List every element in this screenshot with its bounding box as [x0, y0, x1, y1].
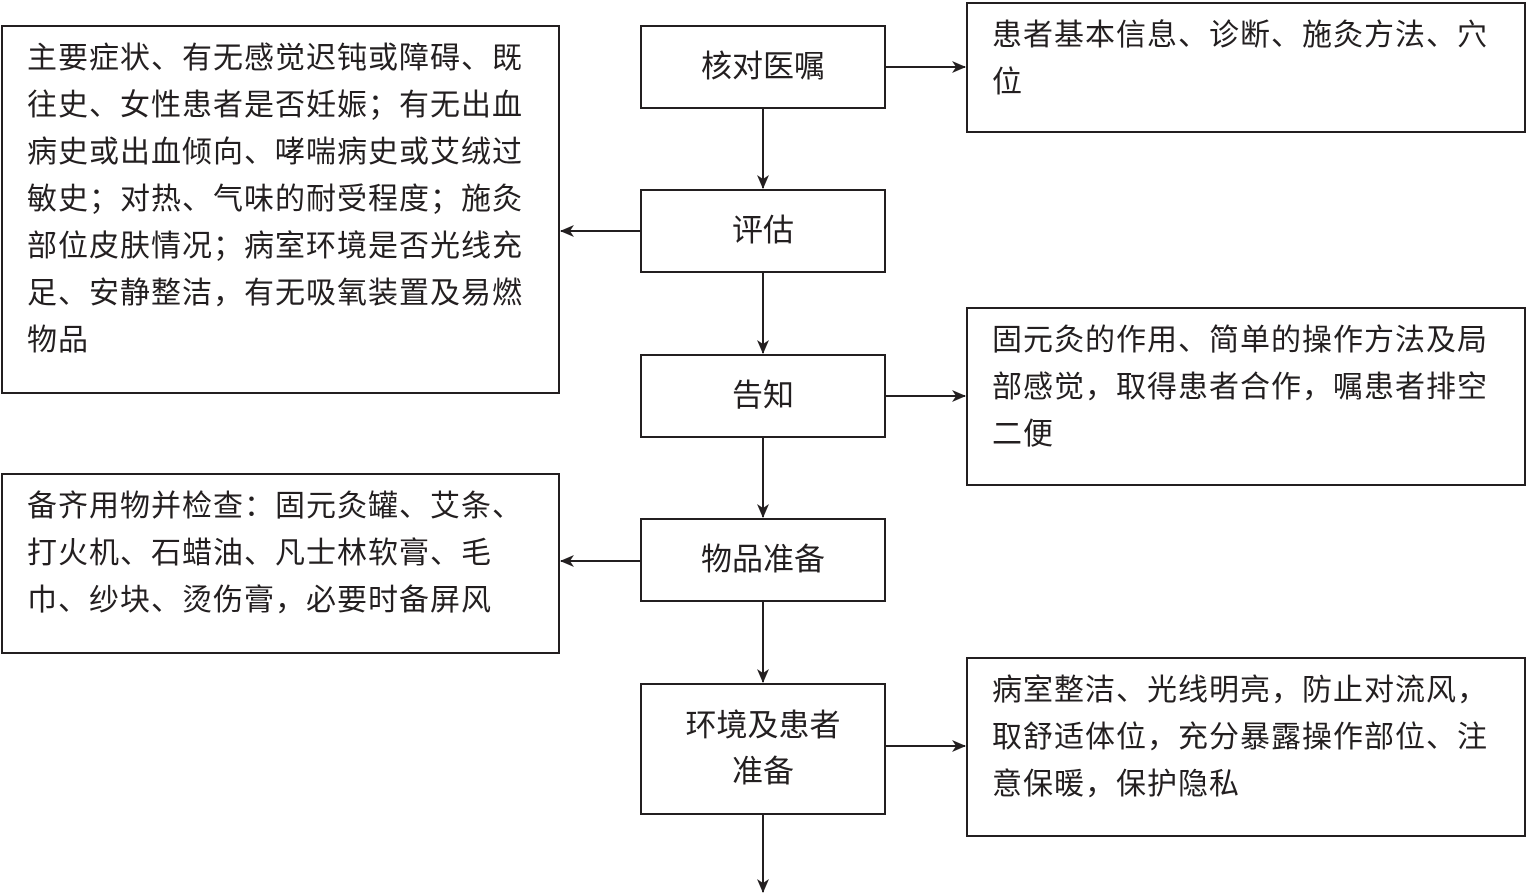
- note-supplies-text: 备齐用物并检查：固元灸罐、艾条、打火机、石蜡油、凡士林软膏、毛巾、纱块、烫伤膏，…: [27, 489, 523, 618]
- step-inform-label: 告知: [732, 378, 794, 414]
- step-assess: 评估: [640, 189, 886, 273]
- step-assess-label: 评估: [732, 213, 794, 249]
- step-environment: 环境及患者准备: [640, 683, 886, 815]
- note-inform: 固元灸的作用、简单的操作方法及局部感觉，取得患者合作，嘱患者排空二便: [966, 307, 1526, 486]
- note-supplies: 备齐用物并检查：固元灸罐、艾条、打火机、石蜡油、凡士林软膏、毛巾、纱块、烫伤膏，…: [1, 473, 560, 654]
- note-inform-text: 固元灸的作用、简单的操作方法及局部感觉，取得患者合作，嘱患者排空二便: [992, 323, 1488, 452]
- step-check-orders: 核对医嘱: [640, 25, 886, 109]
- note-check-orders-text: 患者基本信息、诊断、施灸方法、穴位: [992, 18, 1488, 100]
- step-environment-label: 环境及患者准备: [685, 708, 841, 790]
- step-inform: 告知: [640, 354, 886, 438]
- note-assess: 主要症状、有无感觉迟钝或障碍、既往史、女性患者是否妊娠；有无出血病史或出血倾向、…: [1, 25, 560, 394]
- note-environment-text: 病室整洁、光线明亮，防止对流风，取舒适体位，充分暴露操作部位、注意保暖，保护隐私: [992, 673, 1488, 802]
- note-assess-text: 主要症状、有无感觉迟钝或障碍、既往史、女性患者是否妊娠；有无出血病史或出血倾向、…: [27, 41, 523, 358]
- step-check-orders-label: 核对医嘱: [701, 49, 825, 85]
- note-environment: 病室整洁、光线明亮，防止对流风，取舒适体位，充分暴露操作部位、注意保暖，保护隐私: [966, 657, 1526, 837]
- step-supplies: 物品准备: [640, 518, 886, 602]
- step-supplies-label: 物品准备: [701, 542, 825, 578]
- note-check-orders: 患者基本信息、诊断、施灸方法、穴位: [966, 2, 1526, 133]
